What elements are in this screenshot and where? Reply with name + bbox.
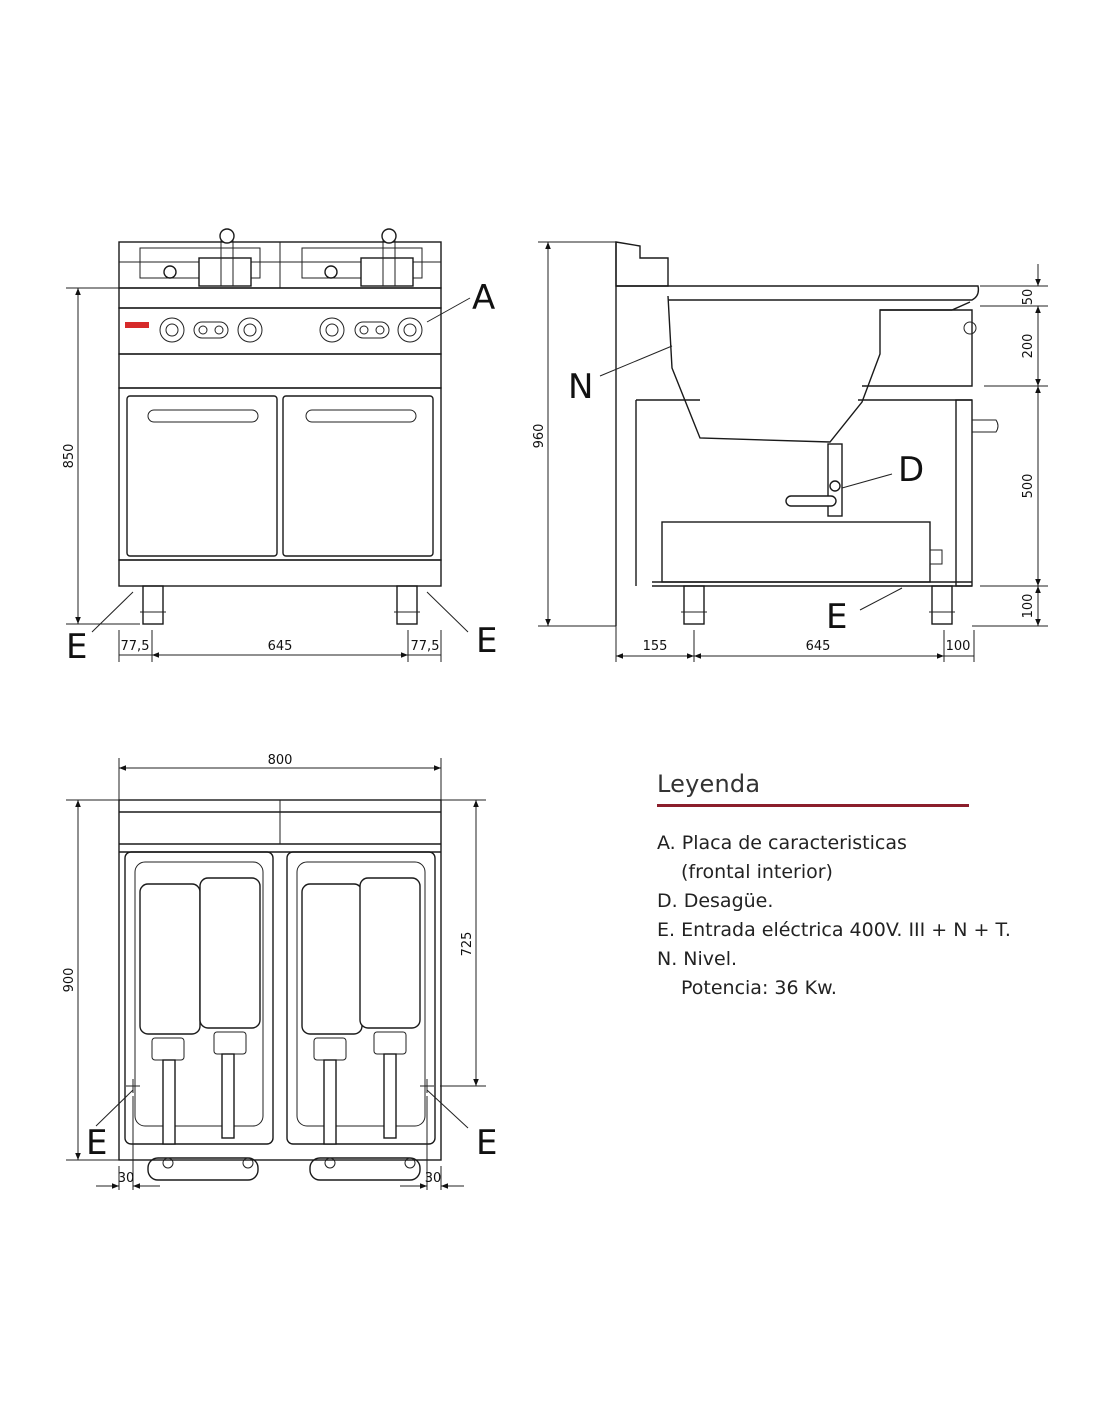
callout-e-side: E — [826, 597, 847, 637]
front-width-left-dim: 77,5 — [121, 639, 150, 654]
control-knobs — [159, 317, 423, 343]
side-dim-200: 200 — [1021, 334, 1036, 359]
top-offset-left-dim: 30 — [118, 1171, 135, 1186]
side-dim-50: 50 — [1021, 289, 1036, 306]
legend-item-e: E. Entrada eléctrica 400V. III + N + T. — [657, 919, 1011, 941]
side-dim-500: 500 — [1021, 474, 1036, 499]
legend: Leyenda A. Placa de caracteristicas (fro… — [657, 770, 1011, 1003]
front-width-right-dim: 77,5 — [411, 639, 440, 654]
side-view: 960 50 200 500 100 155 645 100 N D E — [532, 241, 1048, 662]
legend-item-a: A. Placa de caracteristicas — [657, 832, 907, 854]
front-view: 850 77,5 645 77,5 A E E — [62, 228, 497, 667]
side-depth-155: 155 — [643, 639, 668, 654]
top-width-dim: 800 — [268, 753, 293, 768]
front-height-dim: 850 — [62, 444, 77, 469]
top-depth-dim: 900 — [62, 968, 77, 993]
legend-item-n: N. Nivel. — [657, 948, 738, 970]
callout-e-front-left: E — [66, 627, 87, 667]
callout-e-front-right: E — [476, 621, 497, 661]
top-inner-depth-dim: 725 — [460, 932, 475, 957]
brand-badge — [125, 322, 149, 328]
callout-d: D — [898, 450, 924, 490]
top-offset-right-dim: 30 — [425, 1171, 442, 1186]
side-height-dim: 960 — [532, 424, 547, 449]
left-door — [126, 395, 278, 557]
front-baskets — [139, 228, 423, 287]
side-depth-645: 645 — [806, 639, 831, 654]
callout-e-top-right: E — [476, 1123, 497, 1163]
side-dim-100: 100 — [1021, 594, 1036, 619]
callout-n: N — [568, 367, 593, 407]
legend-item-a-detail: (frontal interior) — [681, 861, 833, 883]
callout-a-front: A — [472, 278, 495, 318]
legend-rule — [657, 804, 969, 807]
front-width-center-dim: 645 — [268, 639, 293, 654]
side-depth-100: 100 — [946, 639, 971, 654]
legend-title: Leyenda — [657, 770, 761, 798]
top-view: 800 900 725 30 30 E E — [62, 753, 497, 1190]
legend-item-power: Potencia: 36 Kw. — [681, 977, 837, 999]
callout-e-top-left: E — [86, 1123, 107, 1163]
legend-item-d: D. Desagüe. — [657, 890, 774, 912]
right-door — [282, 395, 434, 557]
